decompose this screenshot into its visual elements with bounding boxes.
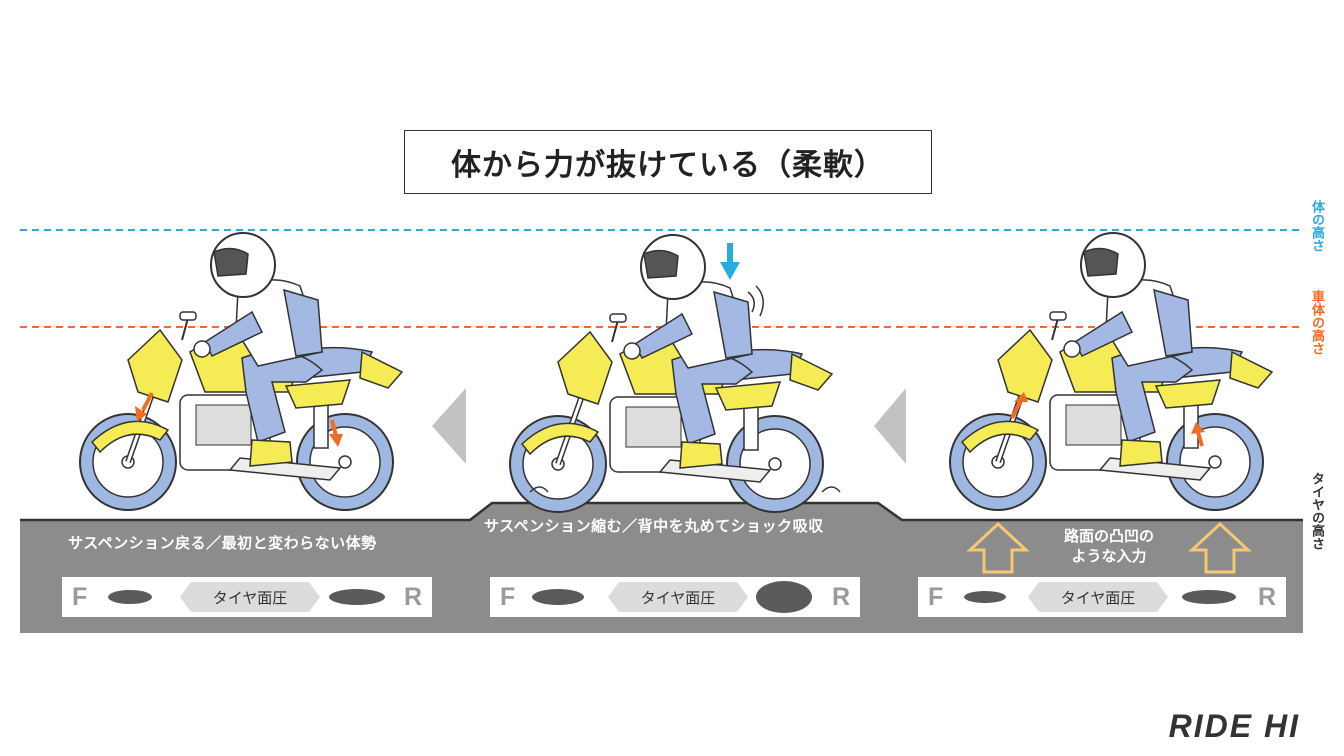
front-label: F xyxy=(928,583,944,611)
pressure-tag: タイヤ面圧 xyxy=(608,582,748,612)
motorcycle-illustration-3 xyxy=(950,233,1272,510)
rear-pressure-mark xyxy=(1182,590,1236,604)
page-title: 体から力が抜けている（柔軟） xyxy=(404,130,932,194)
panel-1-caption: サスペンション戻る／最初と変わらない体勢 xyxy=(68,534,377,552)
up-arrow-icon xyxy=(966,521,1030,574)
tire-pressure-panel-3: F タイヤ面圧 R xyxy=(918,577,1286,617)
panel-2-caption: サスペンション縮む／背中を丸めてショック吸収 xyxy=(484,517,824,535)
rear-pressure-mark xyxy=(329,589,385,605)
body-height-label: 体の高さ xyxy=(1309,200,1324,252)
front-pressure-mark xyxy=(532,589,584,605)
up-arrow-icon xyxy=(1191,422,1205,447)
motion-mark xyxy=(755,285,764,317)
front-pressure-mark xyxy=(964,591,1006,603)
down-arrow-icon xyxy=(135,392,154,422)
front-label: F xyxy=(500,583,516,611)
up-arrow-icon xyxy=(1188,521,1252,574)
tire-pressure-panel-2: F タイヤ面圧 R xyxy=(490,577,860,617)
pressure-tag: タイヤ面圧 xyxy=(180,582,320,612)
up-arrow-icon xyxy=(1010,392,1028,419)
left-triangle-icon xyxy=(432,388,466,464)
front-label: F xyxy=(72,583,88,611)
tire-height-label: タイヤの高さ xyxy=(1309,472,1324,550)
rear-pressure-mark xyxy=(756,581,812,613)
rear-label: R xyxy=(1257,583,1276,611)
motion-mark xyxy=(529,486,549,493)
left-triangle-icon xyxy=(874,388,906,464)
road-edge xyxy=(20,501,1303,522)
front-pressure-mark xyxy=(108,590,152,604)
tire-pressure-panel-1: F タイヤ面圧 R xyxy=(62,577,432,617)
pressure-tag: タイヤ面圧 xyxy=(1028,582,1168,612)
motorcycle-illustration-1 xyxy=(80,233,402,510)
down-arrow-icon xyxy=(720,243,740,280)
vehicle-height-label: 車体の高さ xyxy=(1309,290,1324,355)
bump-input-label: 路面の凸凹の ような入力 xyxy=(1063,527,1154,565)
motion-mark xyxy=(747,291,755,313)
rear-label: R xyxy=(831,583,850,611)
motorcycle-illustration-2 xyxy=(510,235,832,512)
ride-hi-logo: RIDE HI xyxy=(1168,708,1300,744)
motion-mark xyxy=(821,486,841,493)
down-arrow-icon xyxy=(329,419,343,447)
rear-label: R xyxy=(403,583,422,611)
